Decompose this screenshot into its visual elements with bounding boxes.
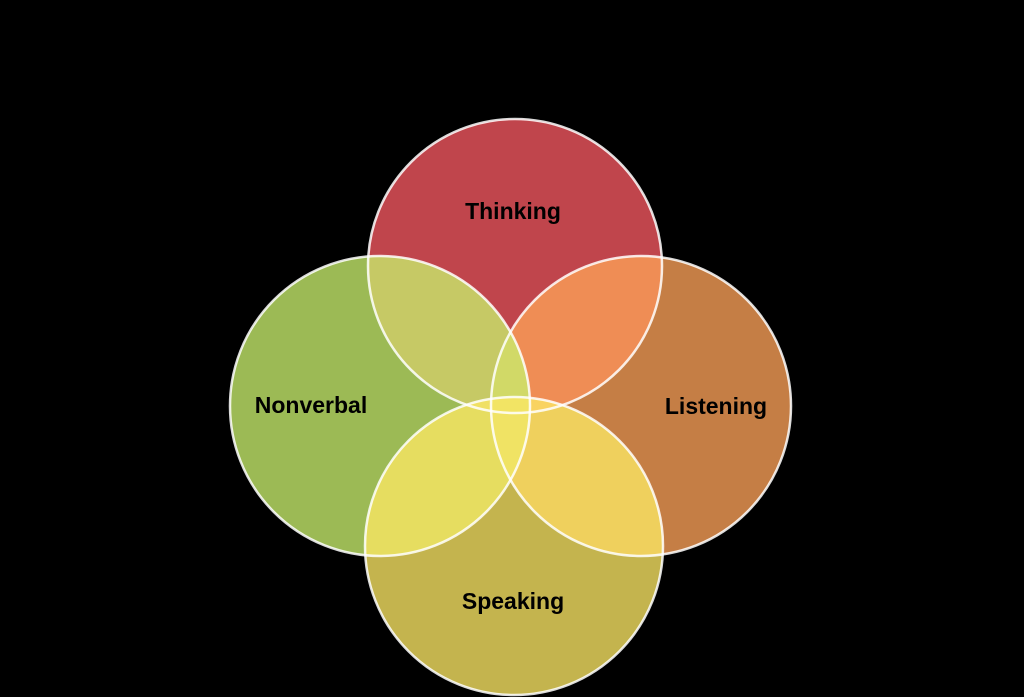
circle-speaking-outline (363, 395, 665, 697)
circle-label-nonverbal: Nonverbal (255, 392, 367, 418)
circle-thinking-outline (366, 117, 664, 415)
circle-label-speaking: Speaking (462, 588, 564, 614)
circle-label-listening: Listening (665, 393, 767, 419)
circle-speaking (365, 397, 663, 695)
circle-nonverbal-outline (228, 254, 532, 558)
circle-listening-outline (489, 254, 793, 558)
circle-label-thinking: Thinking (465, 198, 561, 224)
